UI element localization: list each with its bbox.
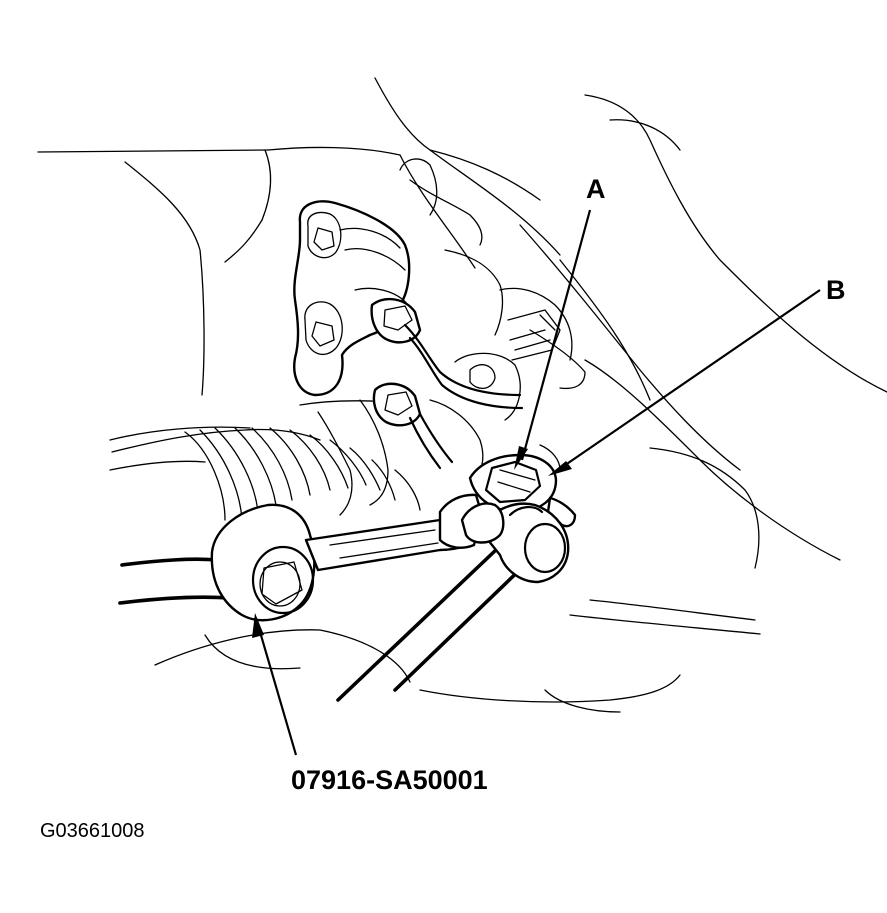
body-panel-outlines: [37, 77, 887, 713]
special-tool-wrench: [118, 493, 484, 622]
leader-lines: [252, 209, 821, 756]
torque-wrench-bar: [336, 502, 570, 702]
leader-b-arrowhead: [548, 461, 572, 476]
leader-tool: [256, 624, 298, 756]
tool-part-number: 07916-SA50001: [291, 765, 488, 795]
leader-tool-arrowhead: [252, 613, 264, 638]
valve-body: [293, 158, 586, 516]
leader-a-arrowhead: [514, 446, 528, 470]
leader-b: [557, 289, 821, 471]
leader-a: [520, 209, 592, 461]
callout-b: B: [826, 275, 846, 305]
tie-rod-nut-area: [468, 444, 577, 528]
figure-id: G03661008: [40, 820, 145, 842]
callout-a: A: [586, 174, 606, 204]
rack-boot: [109, 427, 421, 521]
